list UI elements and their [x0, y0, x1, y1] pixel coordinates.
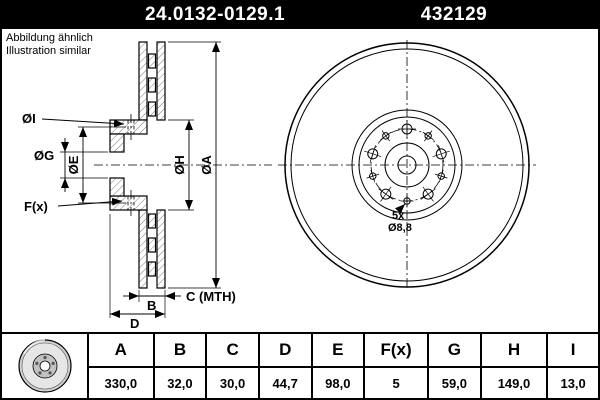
dim-label-dia-g: ØG: [34, 148, 54, 163]
table-value-cell: 32,0: [152, 366, 208, 398]
table-value-cell: 59,0: [427, 366, 482, 398]
table-header-cell: H: [479, 334, 549, 369]
table-value-cell: 5: [363, 366, 430, 398]
table-header-cell: I: [546, 334, 598, 369]
table-header-cell: D: [257, 334, 313, 369]
table-header-cell: A: [89, 334, 155, 369]
front-view: 5x Ø8,8: [278, 40, 536, 290]
disc-thumbnail-icon: [17, 339, 72, 393]
vent-vane: [147, 101, 157, 117]
friction-surface-circle: [290, 48, 524, 282]
note-german: Abbildung ähnlich: [6, 32, 93, 44]
order-number: 432129: [420, 4, 488, 25]
table-header-row: A B C D E F(x) G H I: [89, 334, 598, 369]
bottom-band: A B C D E F(x) G H I 330,0 32,0 30,0 44,…: [2, 332, 598, 398]
vent-vane: [147, 237, 157, 253]
table-header-cell: C: [205, 334, 260, 369]
title-bar: 24.0132-0129.1 432129: [2, 2, 598, 29]
pilot-hole-circle: [397, 155, 417, 175]
dim-label-c-mth: C (MTH): [186, 289, 236, 304]
table-value-cell: 13,0: [546, 366, 598, 398]
hat-outer-circle: [351, 109, 463, 221]
vent-vane: [147, 213, 157, 229]
table-value-cell: 330,0: [89, 366, 155, 398]
dim-label-dia-a: ØA: [199, 155, 214, 175]
dim-label-dia-h: ØH: [172, 155, 187, 175]
leader-small-holes: [395, 203, 406, 214]
dim-label-dia-e: ØE: [66, 155, 81, 174]
leader-dia-i: [41, 118, 125, 128]
holes-count-label: 5x: [392, 210, 405, 222]
vent-vane: [147, 53, 157, 69]
vent-vane: [147, 77, 157, 93]
dim-label-dia-i: ØI: [22, 111, 36, 126]
table-value-row: 330,0 32,0 30,0 44,7 98,0 5 59,0 149,0 1…: [89, 366, 598, 398]
outer-diameter-circle: [284, 42, 530, 288]
table-value-cell: 30,0: [205, 366, 260, 398]
dim-label-d: D: [130, 316, 139, 331]
leader-f-x: [57, 197, 123, 207]
dim-label-f-x: F(x): [24, 199, 48, 214]
table-header-cell: F(x): [363, 334, 430, 369]
disc-thumbnail-box: [2, 334, 89, 398]
dim-label-b: B: [147, 298, 156, 313]
table-value-cell: 44,7: [257, 366, 313, 398]
similarity-note: Abbildung ähnlich Illustration similar: [6, 32, 93, 58]
hat-inner-circle: [358, 116, 456, 214]
table-header-cell: B: [152, 334, 208, 369]
table-value-cell: 98,0: [310, 366, 366, 398]
part-number: 24.0132-0129.1: [144, 4, 286, 25]
note-english: Illustration similar: [6, 45, 91, 58]
table-value-cell: 149,0: [479, 366, 549, 398]
holes-diameter-label: Ø8,8: [388, 222, 412, 234]
table-header-cell: G: [427, 334, 482, 369]
dimension-table: A B C D E F(x) G H I 330,0 32,0 30,0 44,…: [89, 334, 598, 398]
table-header-cell: E: [310, 334, 366, 369]
center-bore-circle: [384, 142, 430, 188]
cross-section-view: [94, 41, 272, 289]
dimension-annotations: ØI ØG ØE F(x) ØH ØA B C (MTH) D: [22, 41, 236, 331]
vent-vane: [147, 261, 157, 277]
